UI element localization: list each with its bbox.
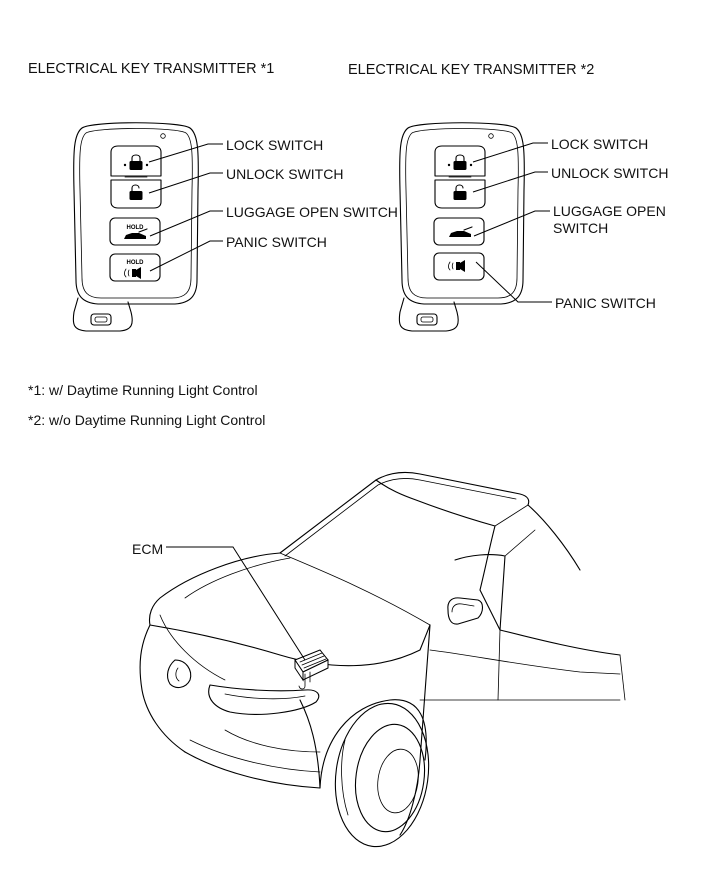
note-1: *1: w/ Daytime Running Light Control <box>28 382 258 398</box>
t2-lock-icon <box>447 154 473 170</box>
t1-panic-switch-label: PANIC SWITCH <box>226 234 327 250</box>
t1-lock-icon <box>123 154 149 170</box>
headlight <box>208 684 320 715</box>
t2-lock-switch-label: LOCK SWITCH <box>551 136 649 152</box>
t2-led-indicator-icon <box>488 133 494 139</box>
ecm-module <box>294 649 329 690</box>
transmitter2-fob <box>398 122 525 332</box>
transmitter2-title: ELECTRICAL KEY TRANSMITTER *2 <box>348 62 594 79</box>
t2-unlock-icon <box>453 184 467 200</box>
t1-key-ring-icon <box>72 297 133 332</box>
t1-unlock-icon <box>129 184 143 200</box>
t1-unlock-switch[interactable] <box>111 180 161 208</box>
t2-panic-switch-label: PANIC SWITCH <box>555 295 656 311</box>
ecm-label: ECM <box>132 541 164 557</box>
t1-unlock-switch-label: UNLOCK SWITCH <box>226 166 344 182</box>
t1-leader-lines <box>148 143 223 272</box>
ecm-leader-line <box>166 546 306 661</box>
t1-luggage-hold-text: HOLD <box>127 225 145 231</box>
t2-panic-switch[interactable] <box>433 252 485 281</box>
t2-car-trunk-icon <box>449 226 473 237</box>
t1-car-trunk-icon <box>124 228 148 239</box>
t2-luggage-open-label-line1: LUGGAGE OPEN <box>553 203 666 219</box>
t2-luggage-open-label-line2: SWITCH <box>553 220 609 236</box>
transmitter1-title-text: ELECTRICAL KEY TRANSMITTER <box>28 61 257 77</box>
t2-key-ring-icon <box>398 297 459 332</box>
t1-luggage-open-switch[interactable]: HOLD <box>109 217 161 246</box>
t1-lock-switch-label: LOCK SWITCH <box>226 137 324 153</box>
transmitter1-mark: *1 <box>260 61 275 77</box>
transmitter1-fob: HOLD HOLD <box>72 122 199 332</box>
t2-unlock-switch[interactable] <box>435 180 485 208</box>
t2-leader-lines <box>472 142 552 303</box>
note-2: *2: w/o Daytime Running Light Control <box>28 412 266 428</box>
transmitter2-title-text: ELECTRICAL KEY TRANSMITTER <box>348 62 577 78</box>
side-mirror <box>447 597 484 625</box>
front-wheel <box>319 699 430 848</box>
transmitter1-title: ELECTRICAL KEY TRANSMITTER *1 <box>28 61 274 78</box>
vehicle-illustration <box>139 471 626 848</box>
t1-panic-hold-text: HOLD <box>127 260 145 266</box>
t2-unlock-switch-label: UNLOCK SWITCH <box>551 165 669 181</box>
t2-panic-horn-icon <box>448 260 465 272</box>
t2-luggage-open-switch[interactable] <box>433 217 485 246</box>
transmitter2-mark: *2 <box>580 62 595 78</box>
t1-luggage-open-switch-label: LUGGAGE OPEN SWITCH <box>226 204 398 220</box>
t1-panic-switch[interactable]: HOLD <box>109 253 161 282</box>
t1-led-indicator-icon <box>160 133 166 139</box>
t1-panic-horn-icon <box>124 267 141 279</box>
